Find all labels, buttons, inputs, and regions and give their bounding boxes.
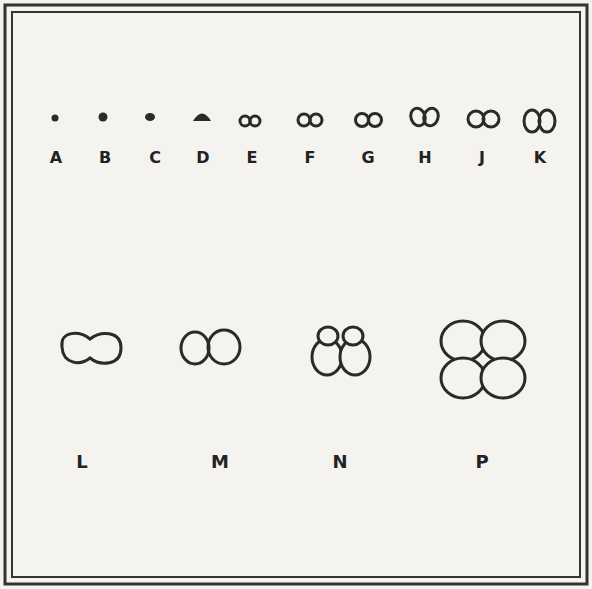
- cell-n: [312, 327, 370, 375]
- cell-a: [52, 115, 59, 122]
- stage-letter: K: [534, 150, 546, 166]
- cell-k: [524, 110, 555, 132]
- stage-letter: G: [361, 150, 374, 166]
- cell-g: [356, 114, 382, 127]
- inner-frame: [12, 12, 580, 577]
- stage-letter: P: [475, 453, 488, 471]
- stage-letter: H: [418, 150, 431, 166]
- cell-d: [193, 114, 211, 122]
- cell-h: [408, 106, 440, 128]
- cell-l: [62, 333, 121, 363]
- stage-letter: N: [332, 453, 347, 471]
- stage-letter: J: [479, 150, 485, 166]
- stage-letter: E: [247, 150, 258, 166]
- cell-m: [181, 330, 240, 364]
- cell-b: [99, 113, 108, 122]
- outer-frame: [5, 5, 587, 584]
- stage-letter: C: [149, 150, 161, 166]
- stage-letter: D: [196, 150, 209, 166]
- stage-letter: M: [211, 453, 229, 471]
- stage-letter: B: [99, 150, 111, 166]
- cell-j: [468, 111, 499, 127]
- stage-letter: L: [76, 453, 87, 471]
- cell-e: [240, 116, 260, 126]
- cell-p: [441, 321, 525, 398]
- stage-letter: F: [305, 150, 316, 166]
- stage-letter: A: [50, 150, 62, 166]
- cell-c: [145, 113, 155, 121]
- cell-f: [298, 114, 322, 126]
